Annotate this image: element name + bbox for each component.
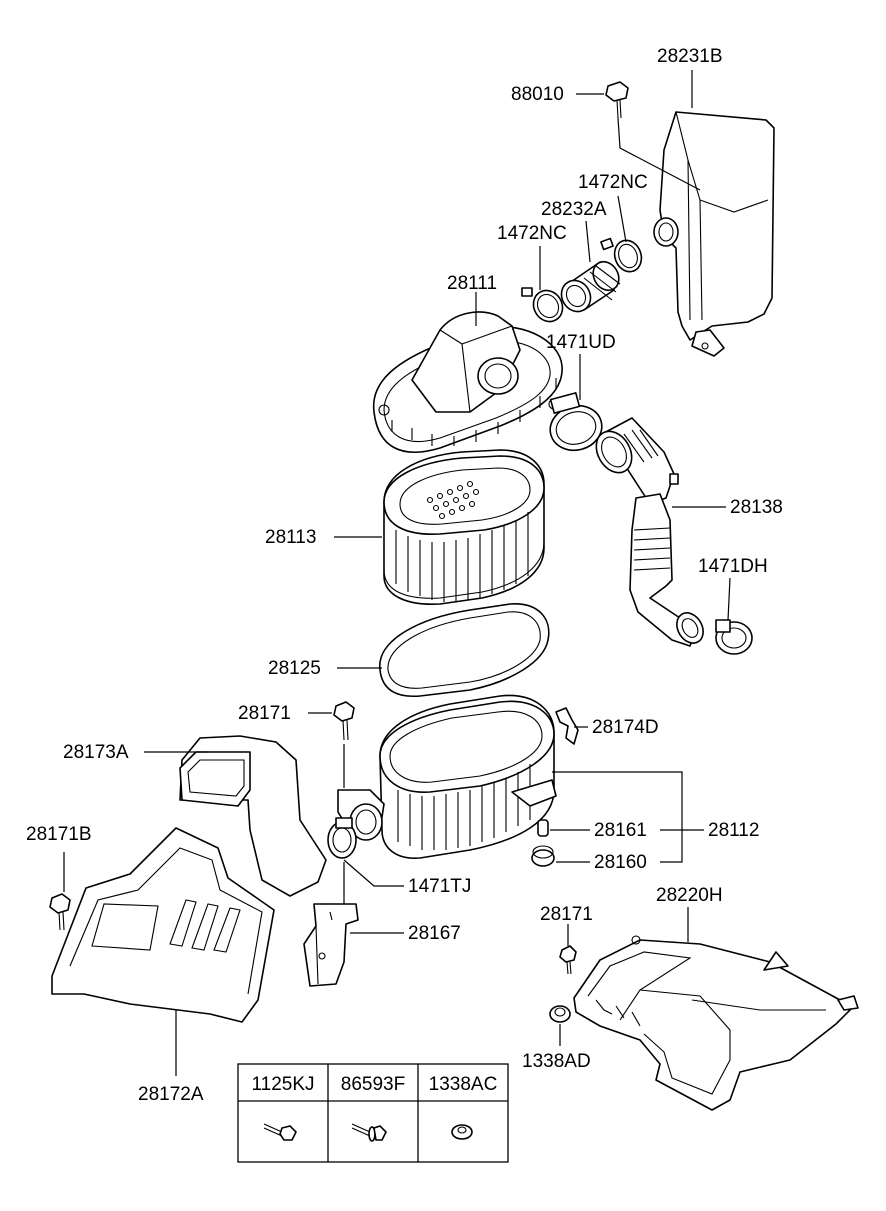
callout-28171B: 28171B (26, 824, 92, 845)
nut-1338AD (549, 1005, 571, 1023)
cover-28172A (51, 827, 275, 1023)
clamp-1471DH (715, 619, 753, 655)
table-header-1338AC: 1338AC (429, 1074, 498, 1095)
bracket-28167 (303, 903, 359, 987)
fastener-table: 1125KJ 86593F 1338AC (237, 1063, 509, 1163)
bolt-88010 (605, 81, 629, 119)
duct-28220H (573, 935, 859, 1111)
callout-28160: 28160 (594, 852, 647, 873)
resonator-28231B (653, 111, 775, 357)
clamp-1472NC-left (521, 287, 564, 323)
callout-28138: 28138 (730, 497, 783, 518)
clip-nut-icon (451, 1124, 473, 1140)
callout-28113: 28113 (265, 527, 316, 548)
table-header-86593F: 86593F (341, 1074, 405, 1095)
bolt-washer-icon (351, 1123, 387, 1142)
callout-1472NC-left: 1472NC (497, 223, 567, 244)
grommet-28161 (537, 819, 549, 837)
filter-holes (426, 480, 480, 520)
callout-28171-upper: 28171 (238, 703, 291, 724)
clamp-1471TJ (327, 817, 357, 859)
callout-1472NC-right: 1472NC (578, 172, 648, 193)
callout-1471DH: 1471DH (698, 556, 768, 577)
callout-28112: 28112 (708, 820, 759, 841)
callout-28232A: 28232A (541, 199, 607, 220)
bolt-28171-upper (333, 701, 355, 741)
clamp-1471UD (549, 392, 603, 452)
callout-28172A: 28172A (138, 1084, 204, 1105)
bolt-flange-icon (263, 1123, 297, 1141)
callout-88010: 88010 (511, 84, 564, 105)
callout-28231B: 28231B (657, 46, 723, 67)
callout-28111: 28111 (447, 273, 497, 294)
callout-28174D: 28174D (592, 717, 659, 738)
callout-28167: 28167 (408, 923, 461, 944)
callout-1471TJ: 1471TJ (408, 876, 471, 897)
cleaner-body-28112 (337, 694, 557, 859)
table-header-1125KJ: 1125KJ (251, 1074, 314, 1095)
callout-28220H: 28220H (656, 885, 723, 906)
callout-1338AD: 1338AD (522, 1051, 591, 1072)
callout-28161: 28161 (594, 820, 647, 841)
callout-28125: 28125 (268, 658, 321, 679)
callout-labels: 28231B 88010 1472NC 28232A 1472NC 28111 … (26, 46, 783, 1105)
callout-28171-lower: 28171 (540, 904, 593, 925)
intake-hose-28138 (595, 417, 704, 647)
insulator-28160 (531, 845, 555, 867)
gasket-28125 (379, 603, 550, 697)
filter-element-28113 (383, 449, 545, 605)
leader-lines (63, 70, 731, 1076)
clamp-1472NC-right (600, 237, 643, 273)
callout-28173A: 28173A (63, 742, 129, 763)
duct-28173A (179, 735, 327, 897)
clip-28174D (555, 707, 579, 745)
callout-1471UD: 1471UD (546, 332, 616, 353)
hose-28232A (560, 260, 621, 313)
bolt-28171-lower (559, 945, 577, 975)
bolt-28171B (49, 893, 71, 931)
cleaner-cover-28111 (372, 311, 563, 453)
